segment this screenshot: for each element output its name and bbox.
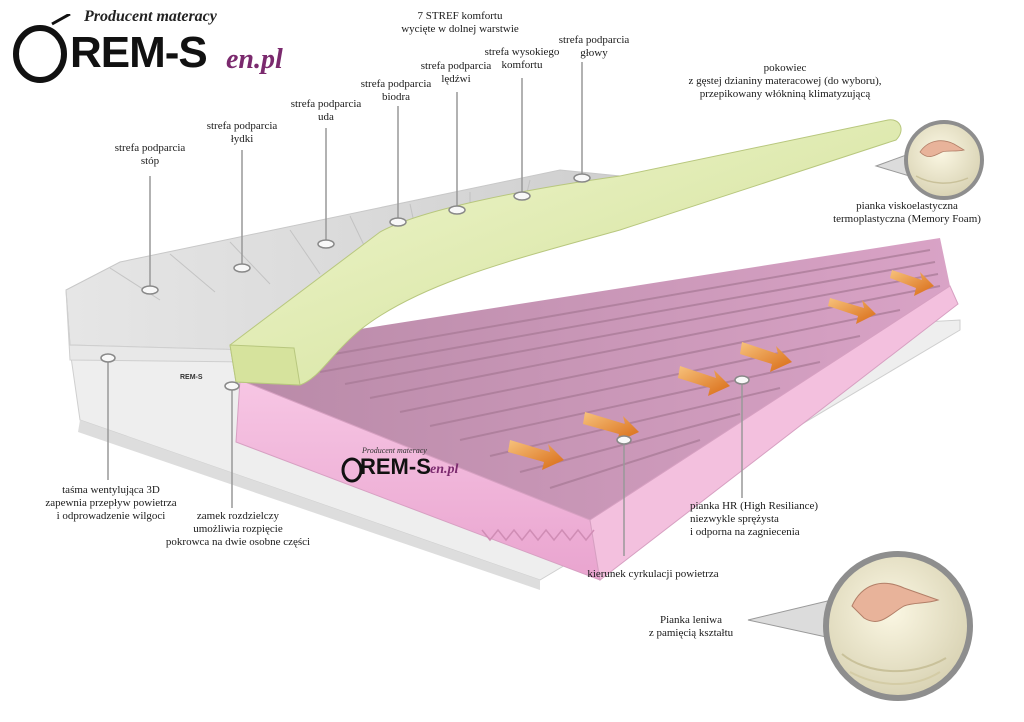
label-line: stóp bbox=[140, 155, 160, 167]
label-high-comfort-zone: strefa wysokiego komfortu bbox=[472, 46, 572, 72]
label-line: 7 STREF komfortu bbox=[417, 10, 503, 22]
label-line: pokrowca na dwie osobne części bbox=[165, 536, 311, 548]
label-line: uda bbox=[318, 111, 334, 123]
label-line: niezwykle sprężysta bbox=[690, 513, 779, 525]
label-line: lędźwi bbox=[441, 73, 471, 85]
logo-suffix: en.pl bbox=[226, 44, 283, 75]
label-line: z gęstej dzianiny materacowej (do wyboru… bbox=[688, 75, 882, 87]
label-calves-zone: strefa podparcia łydki bbox=[192, 120, 292, 146]
logo-o-mark-icon bbox=[341, 457, 363, 483]
label-line: taśma wentylująca 3D bbox=[62, 484, 160, 496]
label-line: pianka HR (High Resiliance) bbox=[690, 500, 818, 512]
brand-logo: Producent materacy REM-S en.pl bbox=[8, 8, 308, 86]
label-feet-zone: strefa podparcia stóp bbox=[100, 142, 200, 168]
label-line: biodra bbox=[381, 91, 411, 103]
label-ventilation-tape: taśma wentylująca 3D zapewnia przepływ p… bbox=[26, 484, 196, 523]
label-line: i odporna na zagniecenia bbox=[690, 526, 800, 538]
label-line: strefa podparcia bbox=[420, 60, 492, 72]
label-zones-title: 7 STREF komfortu wycięte w dolnej warstw… bbox=[380, 10, 540, 36]
label-line: umożliwia rozpięcie bbox=[193, 523, 283, 535]
foam-logo-brand: REM-S bbox=[360, 454, 431, 479]
lazy-foam-magnifier bbox=[747, 551, 973, 701]
label-line: zapewnia przepływ powietrza bbox=[45, 497, 177, 509]
label-cover: pokowiec z gęstej dzianiny materacowej (… bbox=[670, 62, 900, 101]
label-hr-foam: pianka HR (High Resiliance) niezwykle sp… bbox=[690, 500, 860, 539]
label-line: zamek rozdzielczy bbox=[196, 510, 280, 522]
label-line: kierunek cyrkulacji powietrza bbox=[587, 568, 719, 580]
label-zipper: zamek rozdzielczy umożliwia rozpięcie po… bbox=[148, 510, 328, 549]
foam-logo-tagline: Producent materacy bbox=[362, 446, 427, 455]
label-line: strefa podparcia bbox=[114, 142, 186, 154]
logo-tagline: Producent materacy bbox=[84, 8, 217, 25]
label-line: komfortu bbox=[501, 59, 543, 71]
label-line: głowy bbox=[580, 47, 608, 59]
label-head-zone: strefa podparcia głowy bbox=[544, 34, 644, 60]
label-memory-foam: pianka viskoelastyczna termoplastyczna (… bbox=[822, 200, 992, 226]
label-lumbar-zone: strefa podparcia lędźwi bbox=[406, 60, 506, 86]
logo-brand: REM-S bbox=[70, 28, 208, 77]
label-line: łydki bbox=[230, 133, 254, 145]
foam-side-logo: Producent materacy REM-S en.pl bbox=[340, 446, 470, 492]
label-line: przepikowany włókniną klimatyzującą bbox=[699, 88, 871, 100]
label-line: pokowiec bbox=[763, 62, 807, 74]
zone-markers bbox=[100, 62, 750, 556]
label-line: i odprowadzenie wilgoci bbox=[56, 510, 166, 522]
airflow-arrows bbox=[508, 270, 934, 470]
label-line: strefa podparcia bbox=[206, 120, 278, 132]
memory-foam-layer bbox=[229, 119, 902, 386]
label-thighs-zone: strefa podparcia uda bbox=[276, 98, 376, 124]
label-airflow: kierunek cyrkulacji powietrza bbox=[568, 568, 738, 581]
cover-tag-logo: REM-S bbox=[180, 374, 203, 381]
label-line: strefa podparcia bbox=[360, 78, 432, 90]
foam-logo-suffix: en.pl bbox=[430, 462, 459, 477]
label-line: z pamięcią kształtu bbox=[648, 627, 734, 639]
label-line: pianka viskoelastyczna bbox=[856, 200, 958, 212]
label-line: termoplastyczna (Memory Foam) bbox=[833, 213, 981, 225]
label-line: wycięte w dolnej warstwie bbox=[401, 23, 519, 35]
label-line: strefa podparcia bbox=[290, 98, 362, 110]
label-line: strefa podparcia bbox=[558, 34, 630, 46]
label-lazy-foam: Pianka leniwa z pamięcią kształtu bbox=[636, 614, 746, 640]
label-line: strefa wysokiego bbox=[484, 46, 560, 58]
label-hips-zone: strefa podparcia biodra bbox=[346, 78, 446, 104]
memory-foam-magnifier bbox=[874, 120, 984, 200]
logo-o-mark-icon bbox=[13, 14, 71, 83]
label-line: Pianka leniwa bbox=[659, 614, 722, 626]
hr-foam-block bbox=[235, 238, 959, 581]
